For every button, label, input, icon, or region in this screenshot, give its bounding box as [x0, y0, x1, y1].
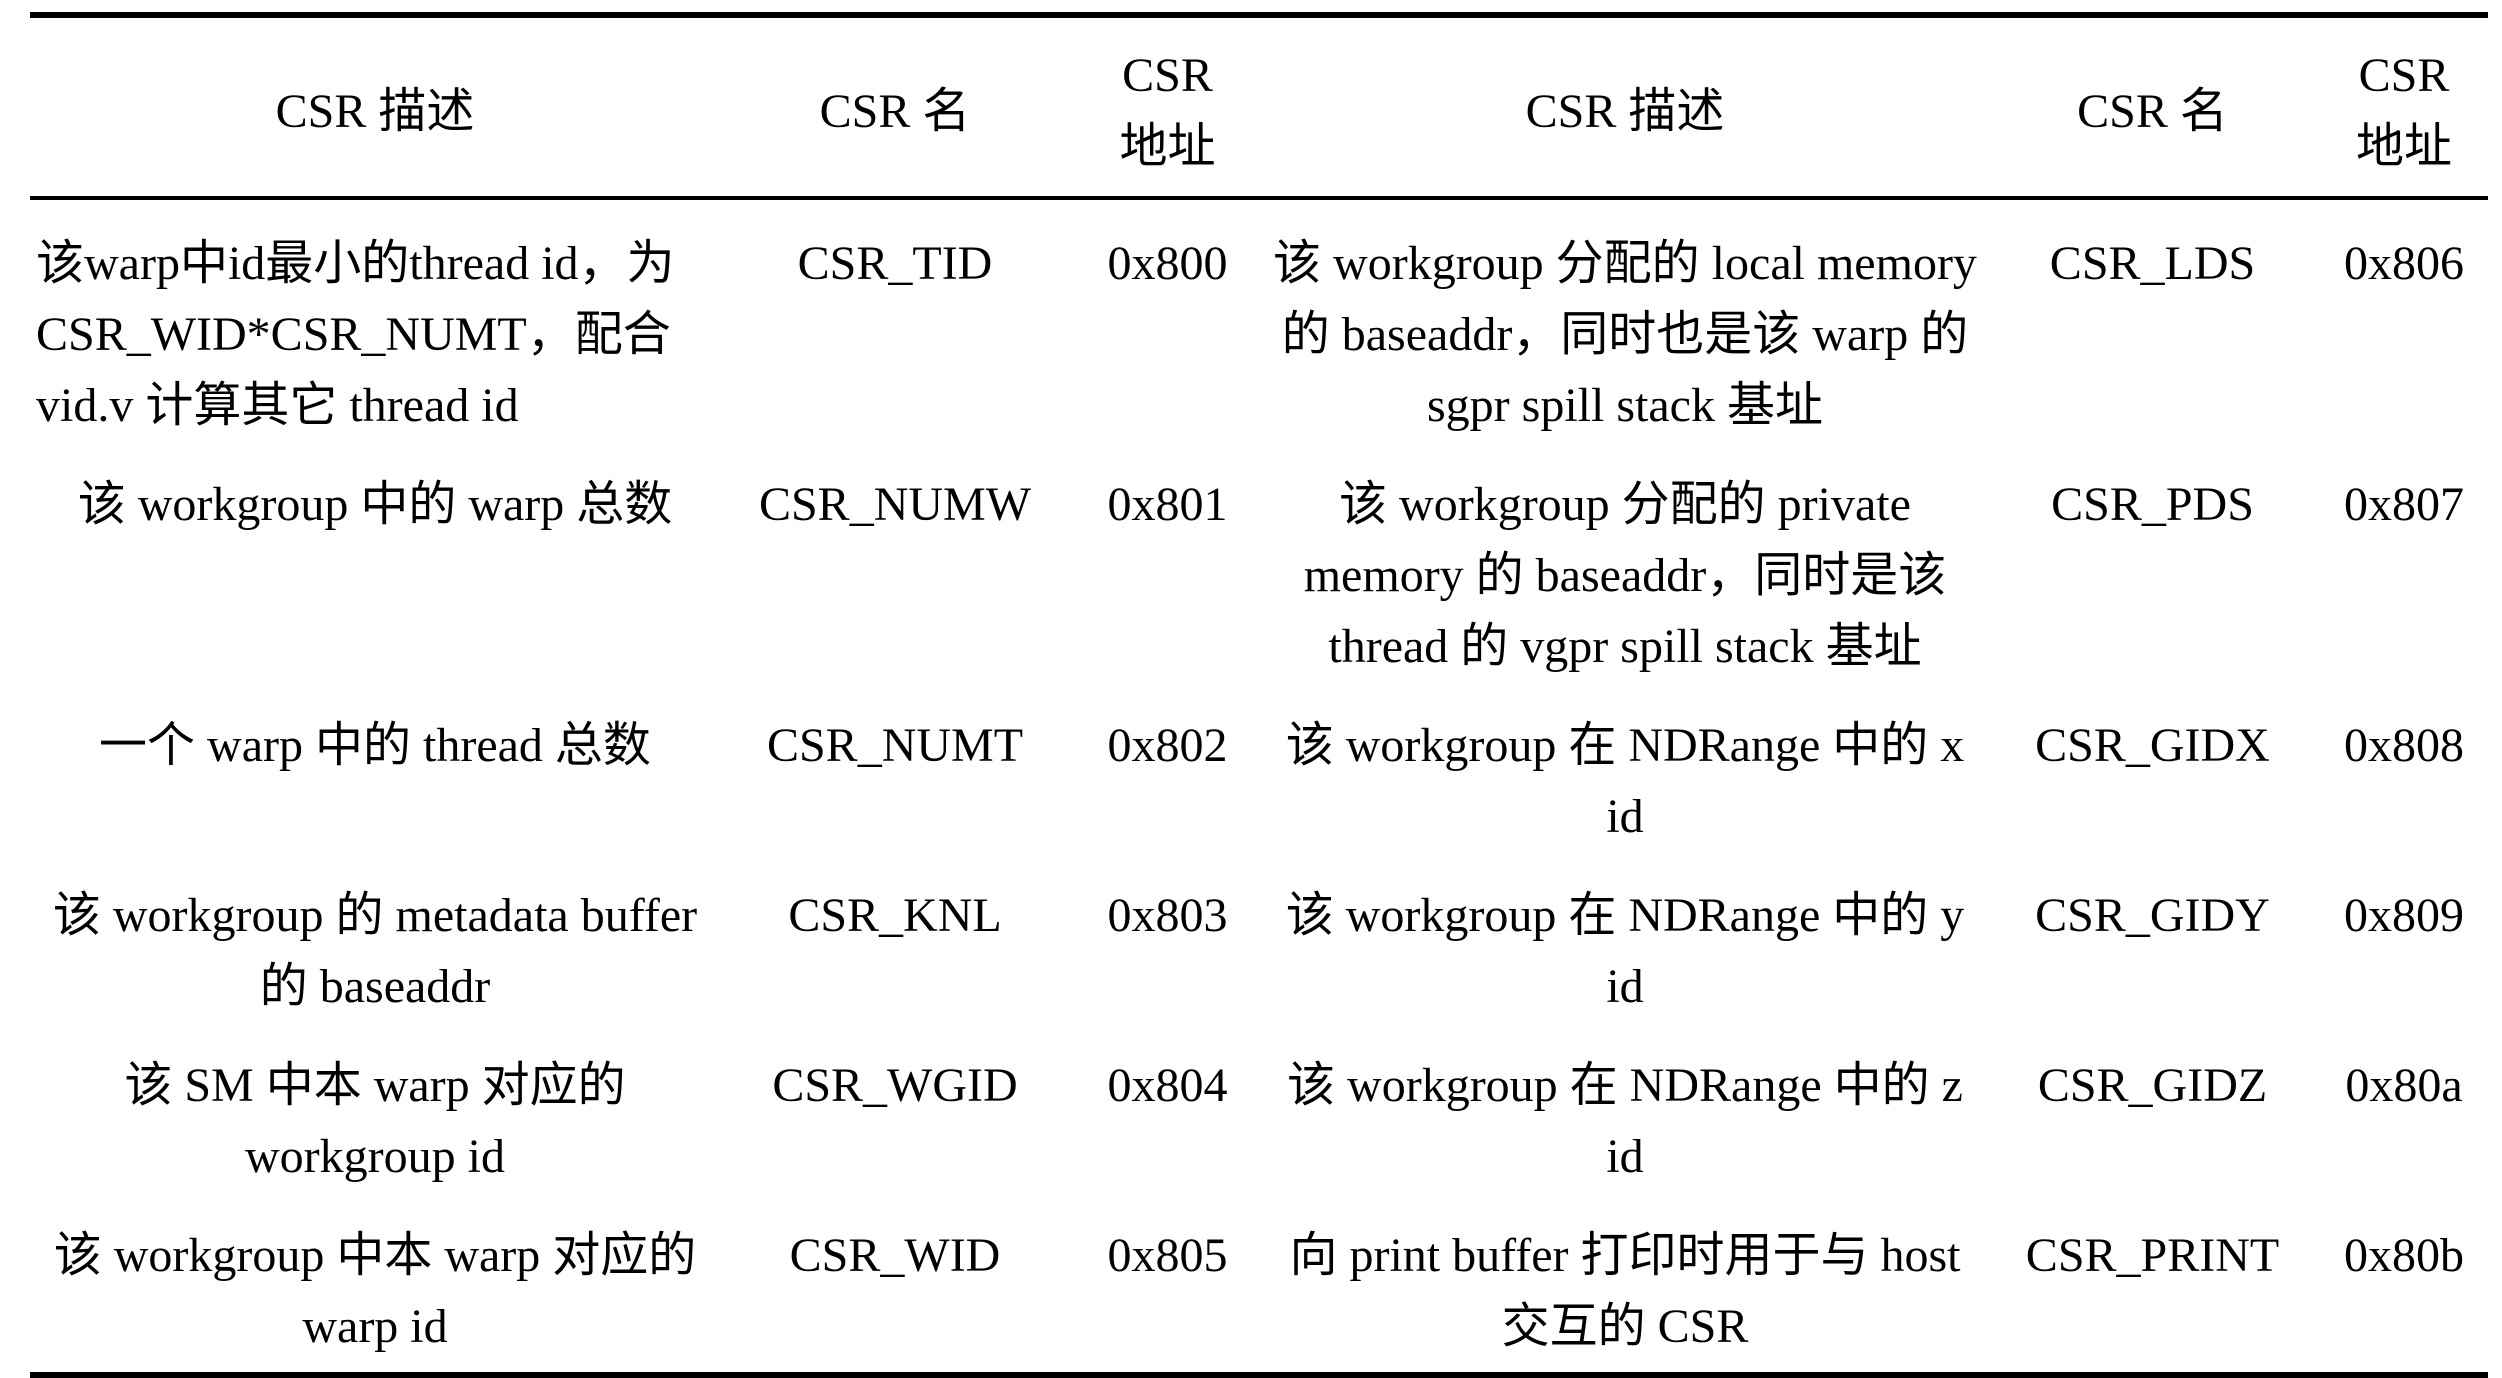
cell-description-right: 该 workgroup 分配的 local memory 的 baseaddr，…: [1273, 237, 1977, 432]
cell-csr-address-left: 0x803: [1107, 889, 1228, 942]
header-csr-description-left: CSR 描述: [275, 84, 475, 138]
cell-csr-address-right: 0x809: [2344, 889, 2464, 942]
cell-csr-name-left: CSR_WGID: [772, 1059, 1018, 1112]
header-csr-address-left: CSR 地址: [1070, 18, 1265, 196]
cell-description-left: 该 workgroup 中本 warp 对应的 warp id: [53, 1229, 697, 1353]
cell-csr-name-left: CSR_KNL: [788, 889, 1002, 942]
cell-csr-name-right: CSR_LDS: [2049, 237, 2256, 290]
table-row: 该 SM 中本 warp 对应的 workgroup id CSR_WGID 0…: [30, 1022, 2488, 1192]
cell-csr-address-left: 0x802: [1107, 719, 1228, 772]
table-bottom-rule: [30, 1372, 2488, 1378]
table-row: 该 workgroup 的 metadata buffer 的 baseaddr…: [30, 852, 2488, 1022]
cell-csr-name-left: CSR_NUMT: [766, 719, 1024, 772]
cell-csr-address-left: 0x804: [1107, 1059, 1228, 1112]
header-csr-address-left-line1: CSR: [1122, 49, 1213, 102]
header-csr-address-right-line2: 地址: [2355, 120, 2452, 173]
cell-csr-address-left: 0x801: [1107, 478, 1228, 531]
cell-csr-name-right: CSR_GIDZ: [2037, 1059, 2268, 1112]
cell-csr-name-right: CSR_GIDX: [2035, 719, 2270, 772]
cell-description-right: 该 workgroup 在 NDRange 中的 z id: [1287, 1059, 1963, 1183]
table-header-row: CSR 描述 CSR 名 CSR 地址 CSR 描述 CSR 名 CSR 地址: [30, 18, 2488, 196]
cell-csr-address-left: 0x805: [1107, 1229, 1228, 1282]
cell-csr-address-right: 0x80a: [2345, 1059, 2463, 1112]
cell-description-left: 该warp中id最小的thread id，为 CSR_WID*CSR_NUMT，…: [36, 237, 675, 432]
csr-register-table: CSR 描述 CSR 名 CSR 地址 CSR 描述 CSR 名 CSR 地址: [30, 18, 2488, 196]
header-csr-address-right-line1: CSR: [2358, 49, 2450, 102]
csr-table: CSR 描述 CSR 名 CSR 地址 CSR 描述 CSR 名 CSR 地址 该w…: [30, 12, 2488, 1378]
cell-description-left: 该 workgroup 中的 warp 总数: [77, 478, 673, 531]
cell-csr-address-right: 0x806: [2344, 237, 2464, 290]
cell-csr-name-right: CSR_PRINT: [2025, 1229, 2280, 1282]
cell-csr-name-right: CSR_PDS: [2051, 478, 2254, 531]
cell-csr-address-right: 0x80b: [2344, 1229, 2464, 1282]
cell-csr-address-left: 0x800: [1107, 237, 1228, 290]
cell-description-right: 该 workgroup 分配的 private memory 的 baseadd…: [1303, 478, 1947, 673]
cell-description-left: 该 workgroup 的 metadata buffer 的 baseaddr: [52, 889, 698, 1013]
cell-csr-address-right: 0x808: [2344, 719, 2464, 772]
cell-csr-name-left: CSR_TID: [797, 237, 993, 290]
table-header-rule: [30, 196, 2488, 200]
header-csr-description-right: CSR 描述: [1525, 84, 1725, 138]
table-row: 该 workgroup 中本 warp 对应的 warp id CSR_WID …: [30, 1192, 2488, 1372]
cell-description-right: 该 workgroup 在 NDRange 中的 x id: [1285, 719, 1965, 843]
header-csr-name-left: CSR 名: [819, 84, 971, 138]
cell-description-right: 向 print buffer 打印时用于与 host 交互的 CSR: [1289, 1229, 1961, 1353]
cell-csr-name-right: CSR_GIDY: [2035, 889, 2270, 942]
cell-description-left: 该 SM 中本 warp 对应的 workgroup id: [124, 1059, 626, 1183]
csr-register-table-body: 该warp中id最小的thread id，为 CSR_WID*CSR_NUMT，…: [30, 200, 2488, 1372]
table-row: 一个 warp 中的 thread 总数 CSR_NUMT 0x802 该 wo…: [30, 682, 2488, 852]
table-top-rule: [30, 12, 2488, 18]
header-csr-name-right: CSR 名: [2077, 84, 2228, 138]
table-row: 该warp中id最小的thread id，为 CSR_WID*CSR_NUMT，…: [30, 200, 2488, 441]
cell-csr-name-left: CSR_NUMW: [758, 478, 1032, 531]
cell-description-left: 一个 warp 中的 thread 总数: [99, 719, 651, 772]
cell-csr-name-left: CSR_WID: [789, 1229, 1001, 1282]
table-row: 该 workgroup 中的 warp 总数 CSR_NUMW 0x801 该 …: [30, 441, 2488, 682]
cell-csr-address-right: 0x807: [2344, 478, 2464, 531]
cell-description-right: 该 workgroup 在 NDRange 中的 y id: [1285, 889, 1965, 1013]
header-csr-address-right: CSR 地址: [2320, 18, 2488, 196]
header-csr-address-left-line2: 地址: [1119, 120, 1216, 173]
